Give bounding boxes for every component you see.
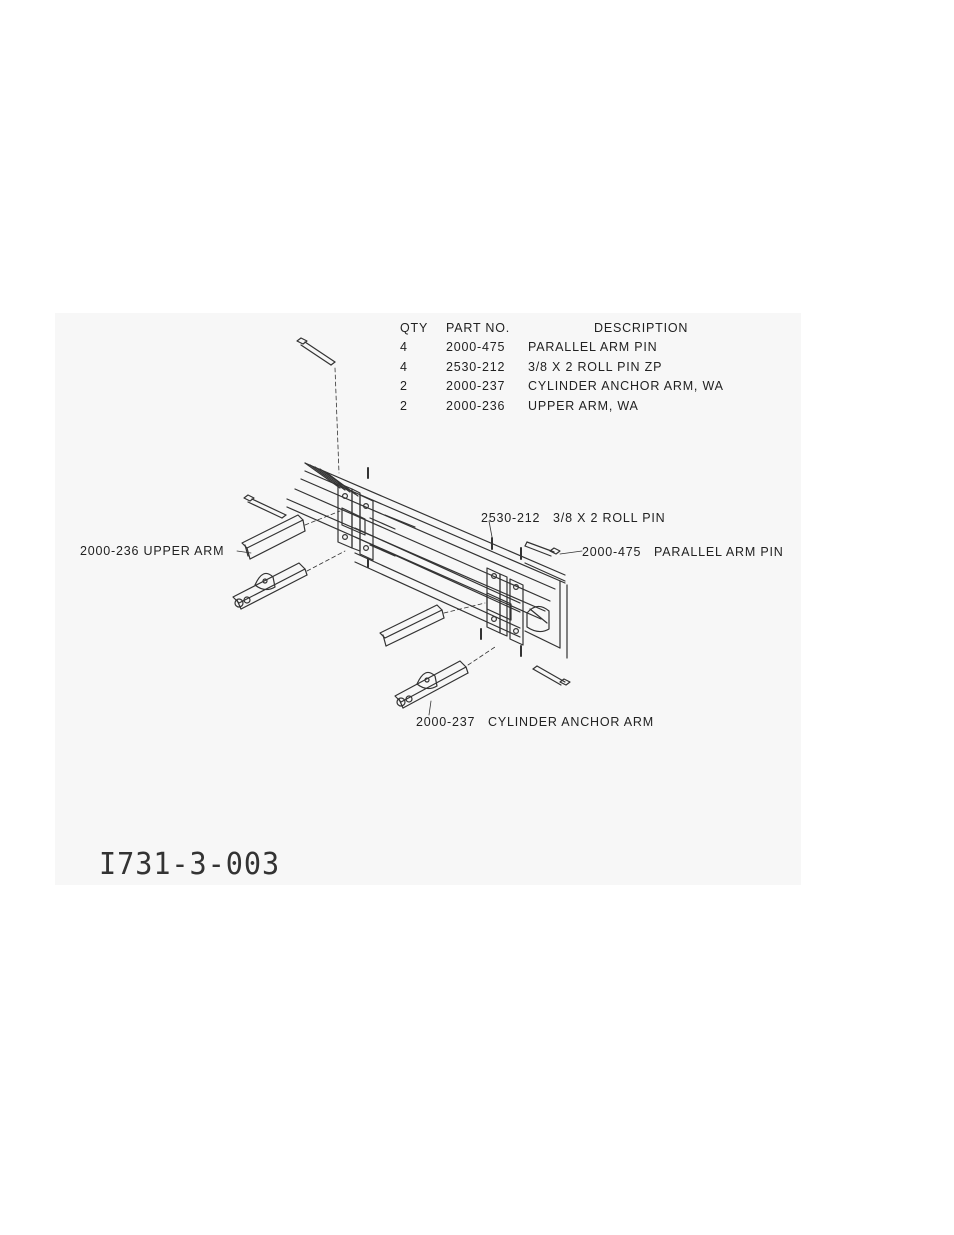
parts-list-table: QTY PART NO. DESCRIPTION 4 2000-475 PARA…: [390, 318, 794, 416]
drawing-sheet: QTY PART NO. DESCRIPTION 4 2000-475 PARA…: [55, 313, 801, 885]
row-part-no: 2530-212: [446, 357, 528, 377]
row-description: PARALLEL ARM PIN: [528, 338, 794, 358]
row-qty: 4: [390, 357, 446, 377]
parallel-arm-pin-right: [525, 542, 560, 556]
row-description: UPPER ARM, WA: [528, 396, 794, 416]
upper-arm-left: [242, 511, 340, 559]
row-qty: 4: [390, 338, 446, 358]
header-part-no: PART NO.: [446, 318, 528, 338]
callout-roll-pin: 2530-212 3/8 X 2 ROLL PIN: [481, 511, 665, 525]
table-row: 2 2000-237 CYLINDER ANCHOR ARM, WA: [390, 377, 794, 397]
parallel-arm-pin-left: [244, 495, 286, 518]
callout-cylinder-anchor-arm: 2000-237 CYLINDER ANCHOR ARM: [416, 715, 654, 729]
upper-arm-right: [380, 603, 485, 646]
row-qty: 2: [390, 377, 446, 397]
row-part-no: 2000-475: [446, 338, 528, 358]
callout-parallel-arm-pin: 2000-475 PARALLEL ARM PIN: [582, 545, 784, 559]
parallel-arm-pin-top: [297, 338, 339, 473]
header-description: DESCRIPTION: [528, 318, 794, 338]
table-row: 2 2000-236 UPPER ARM, WA: [390, 396, 794, 416]
toolbar-frame-rails: [287, 463, 567, 658]
parts-list-header: QTY PART NO. DESCRIPTION: [390, 318, 794, 338]
row-description: CYLINDER ANCHOR ARM, WA: [528, 377, 794, 397]
table-row: 4 2000-475 PARALLEL ARM PIN: [390, 338, 794, 358]
callout-upper-arm: 2000-236 UPPER ARM: [80, 544, 224, 558]
header-qty: QTY: [390, 318, 446, 338]
drawing-number: I731-3-003: [99, 847, 280, 882]
left-mount-bracket: [338, 468, 373, 567]
cylinder-anchor-arm-right: [395, 647, 495, 708]
row-description: 3/8 X 2 ROLL PIN ZP: [528, 357, 794, 377]
cylinder-anchor-arm-left: [233, 551, 345, 609]
row-part-no: 2000-237: [446, 377, 528, 397]
row-qty: 2: [390, 396, 446, 416]
row-part-no: 2000-236: [446, 396, 528, 416]
parallel-arm-pin-bottom: [533, 666, 570, 685]
table-row: 4 2530-212 3/8 X 2 ROLL PIN ZP: [390, 357, 794, 377]
